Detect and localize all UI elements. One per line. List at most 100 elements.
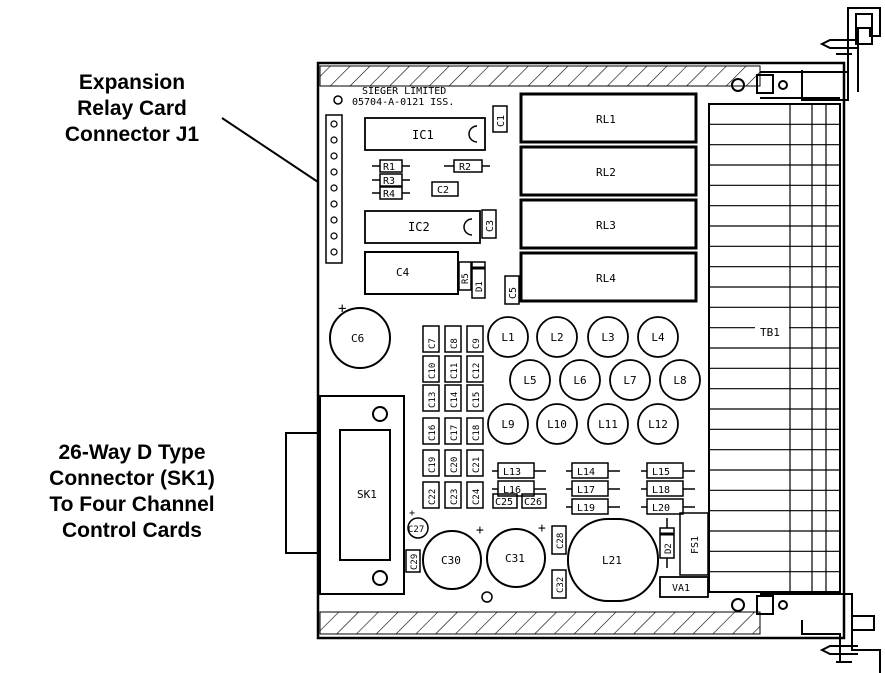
relay-rl2: RL2 — [519, 145, 698, 197]
ic2-label: IC2 — [408, 220, 430, 234]
svg-text:+: + — [538, 521, 546, 536]
resistor-r3: R3 — [372, 173, 410, 187]
relay-rl3: RL3 — [519, 198, 698, 250]
callout-line: Connector (SK1) — [49, 467, 215, 490]
j1-connector — [325, 114, 343, 264]
inductor-l2: L2 — [536, 316, 578, 358]
resistor-r2: R2 — [444, 159, 490, 173]
callout-line: Relay Card — [77, 97, 187, 120]
inductor-l15: L15 — [641, 462, 695, 479]
capacitor-label: C22 — [428, 489, 438, 505]
c27-capacitor: + C27 — [407, 508, 429, 539]
ic1-label: IC1 — [412, 128, 434, 142]
j1-pin — [330, 120, 338, 128]
capacitor-c9: C9 — [466, 325, 484, 353]
inductor-label: L2 — [550, 331, 563, 344]
c1-label: C1 — [496, 115, 507, 127]
va1-varistor: VA1 — [659, 576, 709, 598]
c25-capacitor: C25 — [492, 493, 518, 509]
inductor-l1: L1 — [487, 316, 529, 358]
c29-capacitor: C29 — [405, 549, 421, 573]
capacitor-c7: C7 — [422, 325, 440, 353]
capacitor-c18: C18 — [466, 417, 484, 445]
capacitor-label: C14 — [450, 392, 460, 408]
inductor-label: L17 — [577, 485, 595, 496]
inductor-label: L14 — [577, 467, 595, 478]
r5-resistor: R5 — [458, 261, 472, 291]
tb1-label: TB1 — [760, 326, 780, 339]
capacitor-c14: C14 — [444, 384, 462, 412]
capacitor-c20: C20 — [444, 449, 462, 477]
c28-label: C28 — [556, 533, 566, 549]
d2-diode: D2 — [659, 518, 675, 568]
capacitor-label: C17 — [450, 425, 460, 441]
inductor-label: L6 — [573, 374, 586, 387]
sk1-label: SK1 — [357, 488, 377, 501]
inductor-l16: L16 — [492, 480, 546, 497]
c31-capacitor: + C31 — [486, 521, 546, 588]
d1-label: D1 — [475, 281, 485, 292]
inductor-l9: L9 — [487, 403, 529, 445]
inductor-l4: L4 — [637, 316, 679, 358]
inductor-label: L15 — [652, 467, 670, 478]
j1-pin — [330, 200, 338, 208]
c28-capacitor: C28 — [551, 525, 567, 555]
inductor-label: L9 — [501, 418, 514, 431]
c5-capacitor: C5 — [504, 275, 520, 305]
inductor-label: L1 — [501, 331, 514, 344]
relay-label: RL1 — [596, 113, 616, 126]
capacitor-label: C18 — [472, 425, 482, 441]
resistor-r4: R4 — [372, 186, 410, 200]
relay-label: RL2 — [596, 166, 616, 179]
c25-label: C25 — [495, 497, 513, 508]
c27-label: C27 — [408, 525, 424, 535]
c3-label: C3 — [485, 220, 496, 232]
capacitor-label: C16 — [428, 425, 438, 441]
c32-label: C32 — [556, 577, 566, 593]
svg-text:+: + — [409, 508, 415, 519]
inductor-l18: L18 — [641, 480, 695, 497]
capacitor-c13: C13 — [422, 384, 440, 412]
capacitor-label: C24 — [472, 489, 482, 505]
inductor-l13: L13 — [492, 462, 546, 479]
capacitor-c21: C21 — [466, 449, 484, 477]
capacitor-label: C21 — [472, 457, 482, 473]
part-number-label: 05704-A-0121 ISS. — [352, 97, 454, 108]
capacitor-label: C15 — [472, 392, 482, 408]
r5-label: R5 — [461, 273, 471, 284]
j1-pin — [330, 248, 338, 256]
j1-pin — [330, 232, 338, 240]
r2-label: R2 — [459, 162, 471, 173]
l21-label: L21 — [602, 554, 622, 567]
inductor-label: L3 — [601, 331, 614, 344]
capacitor-c16: C16 — [422, 417, 440, 445]
inductor-l5: L5 — [509, 359, 551, 401]
maker-label: SIEGER LIMITED — [362, 86, 446, 97]
r1-label: R1 — [383, 162, 395, 173]
capacitor-c23: C23 — [444, 481, 462, 509]
c2-label: C2 — [437, 185, 449, 196]
capacitor-c17: C17 — [444, 417, 462, 445]
j1-pin — [330, 168, 338, 176]
capacitor-label: C12 — [472, 363, 482, 379]
inductor-l14: L14 — [566, 462, 620, 479]
mounting-hole — [333, 95, 343, 105]
c5-label: C5 — [508, 287, 519, 299]
inductor-label: L13 — [503, 467, 521, 478]
callout-line: 26-Way D Type — [58, 441, 206, 464]
c29-label: C29 — [410, 554, 420, 570]
fs1-fuse: FS1 — [679, 512, 709, 576]
c4-capacitor: C4 — [364, 251, 459, 295]
inductor-label: L5 — [523, 374, 536, 387]
c32-capacitor: C32 — [551, 569, 567, 599]
inductor-l20: L20 — [641, 498, 695, 515]
ic2-chip: IC2 — [364, 210, 481, 244]
capacitor-label: C19 — [428, 457, 438, 473]
inductor-label: L8 — [673, 374, 686, 387]
c4-label: C4 — [396, 266, 410, 279]
svg-text:+: + — [476, 523, 484, 538]
